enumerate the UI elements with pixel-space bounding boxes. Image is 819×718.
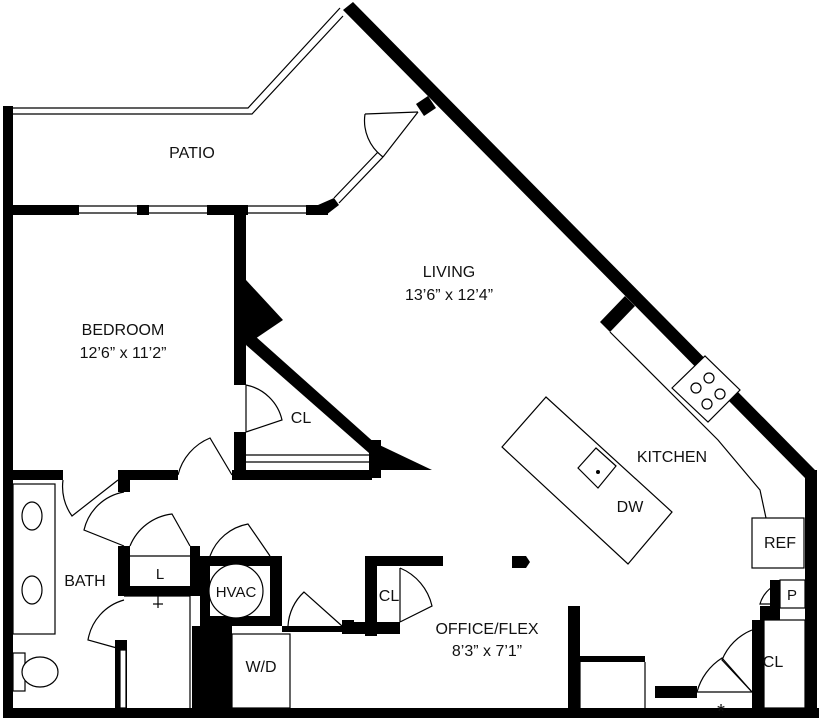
entry-door[interactable] [696, 657, 753, 693]
hvac-door[interactable] [209, 523, 271, 557]
washer-dryer-box [231, 633, 291, 709]
pantry-door[interactable] [759, 583, 779, 605]
patio-outline [10, 7, 384, 214]
office-dims: 8’3” x 7’1” [452, 643, 522, 660]
living-dims: 13’6” x 12’4” [405, 287, 493, 304]
bedroom-label: BEDROOM [82, 322, 165, 339]
kitchen-label: KITCHEN [637, 449, 707, 466]
exterior-walls [3, 2, 819, 718]
kitchen-counter [609, 331, 805, 569]
laundry-label: W/D [245, 659, 276, 676]
office-closet-door[interactable] [399, 567, 433, 623]
laundry-door[interactable] [287, 591, 343, 627]
dishwasher-label: DW [617, 499, 645, 516]
hvac-label: HVAC [216, 584, 257, 601]
bath-label: BATH [64, 573, 105, 590]
shower-door[interactable] [87, 599, 125, 651]
entry-closet-label: CL [763, 654, 784, 671]
toilet [12, 652, 59, 692]
bedroom-dims: 12’6” x 11’2” [80, 345, 167, 362]
bedroom-closet-label: CL [291, 410, 312, 427]
patio-door[interactable] [363, 111, 419, 158]
shower-head-icon [153, 596, 163, 608]
refrigerator-label: REF [764, 535, 796, 552]
interior-walls [3, 215, 780, 718]
pantry-box [779, 579, 806, 609]
living-label: LIVING [423, 264, 475, 281]
bath-vanity [12, 483, 56, 635]
entry-closet-shelf [763, 619, 806, 709]
bedroom-door[interactable] [177, 437, 233, 476]
linen-door[interactable] [129, 513, 191, 547]
pantry-label: P [787, 587, 797, 604]
bedroom-closet-door[interactable] [245, 384, 283, 433]
office-closet-label: CL [379, 588, 400, 605]
entry-marker: * [717, 701, 725, 718]
patio-label: PATIO [169, 145, 215, 162]
office-label: OFFICE/FLEX [435, 621, 538, 638]
cooktop [671, 355, 741, 423]
entry-closet-door[interactable] [721, 629, 753, 693]
doors [61, 384, 779, 693]
hvac-unit [208, 563, 264, 619]
bath-door[interactable] [61, 479, 125, 547]
kitchen-island [501, 396, 673, 565]
linen-label: L [156, 566, 164, 583]
